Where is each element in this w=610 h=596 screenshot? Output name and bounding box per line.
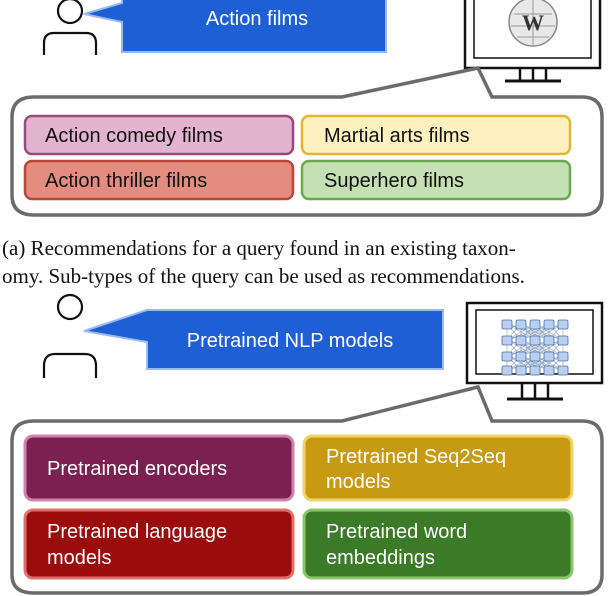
monitor-b [465,301,604,401]
nn-node [557,335,569,346]
nn-node [515,351,527,362]
recommendation-box: Superhero films [300,159,572,201]
nn-node [543,335,555,346]
recommendation-label: Martial arts films [324,125,470,147]
nn-connection [520,323,564,341]
query-bubble-a [83,0,387,53]
wikipedia-globe-icon: W [508,0,558,47]
nn-connection [520,339,564,357]
recommendation-label-line1: Pretrained encoders [47,458,227,480]
recommendation-box: Pretrained language models [23,508,295,580]
nn-node [501,319,513,330]
recommendation-label: Superhero films [324,170,464,192]
nn-node [529,365,541,376]
caption-a-line1: (a) Recommendations for a query found in… [2,236,516,260]
recommendation-label-line2: embeddings [326,547,435,569]
recommendation-label-line1: Pretrained word [326,521,467,543]
nn-node [501,351,513,362]
user-icon [42,293,98,378]
recommendation-box: Martial arts films [300,114,572,156]
recommendation-label-line2: models [326,471,390,493]
nn-node [515,319,527,330]
nn-node [557,319,569,330]
nn-node [543,319,555,330]
query-bubble-b [83,309,444,370]
nn-node [529,319,541,330]
user-icon [42,0,98,55]
nn-node [501,365,513,376]
recommendation-box: Pretrained Seq2Seq models [302,434,574,502]
nn-connection [520,355,564,371]
nn-connection [506,323,550,341]
recommendation-label: Action comedy films [45,125,223,147]
recommendation-label: Action thriller films [45,170,207,192]
nn-node [543,365,555,376]
query-text-a: Action films [206,8,308,30]
nn-node [515,335,527,346]
recommendation-box: Action thriller films [23,159,295,201]
nn-connection [506,339,550,357]
nn-node [529,351,541,362]
nn-node [501,335,513,346]
recommendation-label-line2: models [47,547,111,569]
recommendation-box: Pretrained word embeddings [302,508,574,580]
nn-node [557,365,569,376]
recommendation-box: Action comedy films [23,114,295,156]
neural-network-icon [501,319,569,376]
recommendation-box: Pretrained encoders [23,434,295,502]
panel-a: Action films W Action comedy films Marti… [2,0,604,288]
recommendation-label-line1: Pretrained language [47,521,227,543]
caption-a-line2: omy. Sub-types of the query can be used … [2,264,525,288]
nn-node [557,351,569,362]
nn-node [515,365,527,376]
nn-connection [506,355,550,371]
query-text-b: Pretrained NLP models [187,330,393,352]
nn-node [543,351,555,362]
nn-node [529,335,541,346]
recommendation-label-line1: Pretrained Seq2Seq [326,446,506,468]
monitor-a: W [463,0,602,83]
svg-text:W: W [522,10,544,35]
panel-b: Pretrained NLP models Pretrained encoder… [10,293,604,595]
